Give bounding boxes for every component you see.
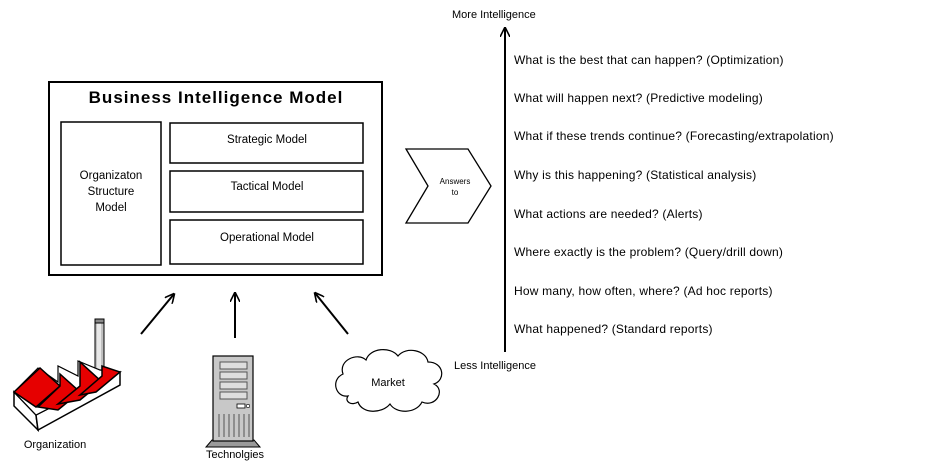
more-intelligence-label: More Intelligence: [452, 9, 536, 21]
org-structure-line: Organizaton: [79, 170, 143, 182]
question-item: Where exactly is the problem? (Query/dri…: [514, 245, 784, 259]
operational-model-label: Operational Model: [220, 232, 314, 244]
strategic-model-box: [169, 122, 364, 164]
org-structure-line: Model: [95, 202, 127, 214]
org-structure-label: Organizaton Structure Model: [62, 168, 160, 216]
question-item: What actions are needed? (Alerts): [514, 207, 703, 221]
answers-to-label: Answers to: [425, 176, 485, 198]
market-label: Market: [371, 377, 405, 389]
bi-model-title: Business Intelligence Model: [88, 88, 344, 107]
less-intelligence-label: Less Intelligence: [454, 360, 536, 372]
question-item: What if these trends continue? (Forecast…: [514, 129, 834, 143]
factory-icon: [12, 318, 123, 433]
strategic-model-label: Strategic Model: [227, 134, 307, 146]
question-item: What happened? (Standard reports): [514, 322, 713, 336]
tactical-model-box: [169, 170, 364, 213]
answers-to-chevron: [404, 148, 492, 224]
org-structure-box: [60, 121, 162, 266]
answers-to-line: Answers: [439, 177, 471, 186]
question-item: What will happen next? (Predictive model…: [514, 91, 763, 105]
server-icon: [204, 355, 262, 448]
question-item: What is the best that can happen? (Optim…: [514, 53, 784, 67]
organization-arrow: [140, 294, 174, 335]
org-structure-line: Structure: [87, 186, 135, 198]
question-item: How many, how often, where? (Ad hoc repo…: [514, 284, 773, 298]
organization-label: Organization: [23, 439, 87, 451]
cloud-icon: [335, 349, 443, 412]
operational-model-box: [169, 219, 364, 265]
tactical-model-label: Tactical Model: [230, 181, 304, 193]
question-item: Why is this happening? (Statistical anal…: [514, 168, 757, 182]
market-arrow: [315, 293, 349, 335]
answers-to-line: to: [451, 188, 459, 197]
technologies-label: Technolgies: [205, 449, 265, 461]
